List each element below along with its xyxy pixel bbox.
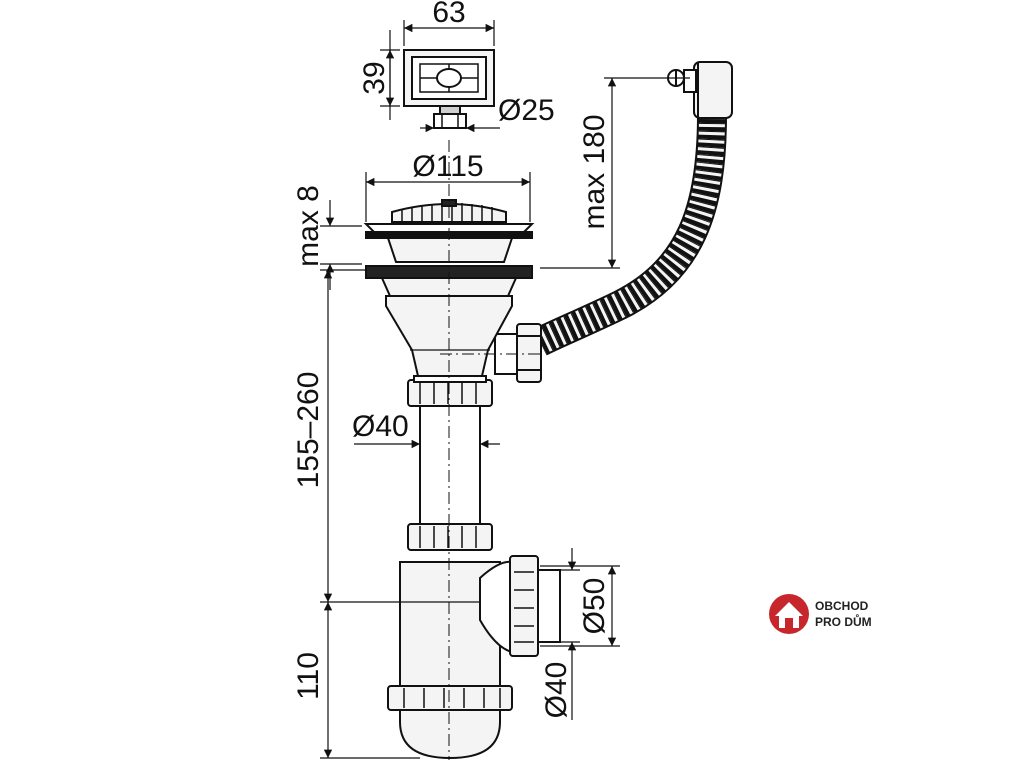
lower-nut: [407, 523, 493, 551]
dimension-39: [380, 30, 400, 120]
logo-line-2: PRO DŮM: [815, 613, 872, 629]
overflow-hose: [494, 61, 733, 383]
dimension-155-260-label: 155–260: [292, 372, 325, 489]
dimension-max180: [540, 77, 690, 269]
bottle-trap: [387, 555, 561, 760]
brand-logo: OBCHOD PRO DŮM: [769, 594, 872, 634]
dimension-dia40-outlet-label: Ø40: [540, 662, 573, 719]
dimension-dia115: [365, 172, 531, 222]
dimension-dia50: [540, 565, 620, 647]
dimension-dia115-label: Ø115: [412, 150, 483, 183]
dimension-39-label: 39: [358, 61, 391, 94]
drain-pipe: [419, 405, 481, 525]
dimension-110-label: 110: [292, 652, 325, 700]
upper-nut: [407, 375, 493, 407]
logo-line-1: OBCHOD: [815, 599, 869, 613]
dimension-110: [320, 602, 420, 759]
overflow-grille: [403, 49, 495, 129]
dimension-dia50-label: Ø50: [578, 578, 611, 635]
dimension-dia40-pipe-label: Ø40: [352, 410, 409, 443]
dimension-63: [403, 20, 495, 46]
dimension-max8-label: max 8: [292, 185, 325, 267]
dimension-dia25-label: Ø25: [498, 94, 555, 127]
dimension-155-260: [320, 269, 480, 603]
dimension-dia40-outlet: [560, 548, 580, 720]
dimension-max180-label: max 180: [578, 114, 611, 229]
house-icon: [775, 602, 803, 628]
dimension-max8: [320, 200, 362, 290]
dimension-63-label: 63: [432, 0, 465, 29]
